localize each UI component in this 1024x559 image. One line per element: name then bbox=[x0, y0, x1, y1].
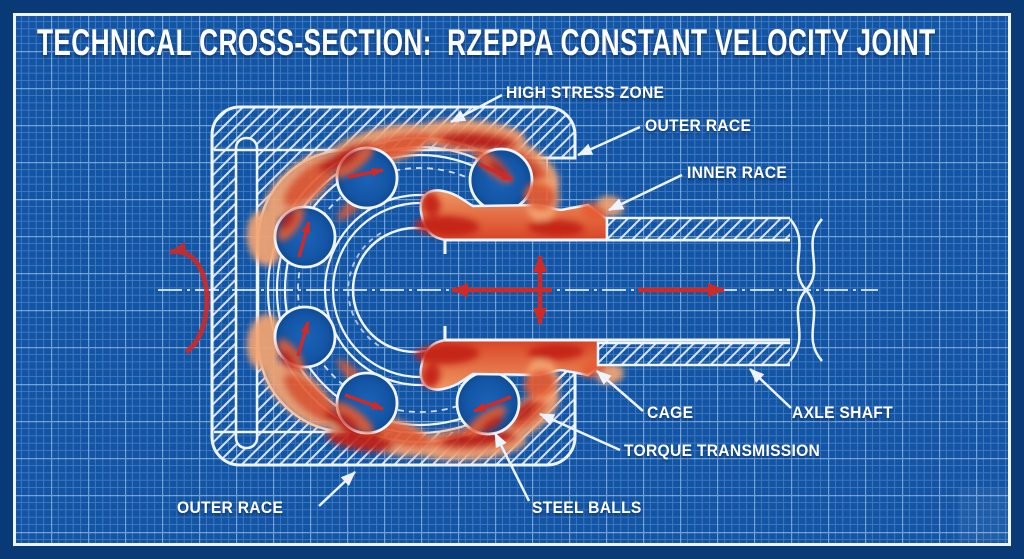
leader-outer-race-bottom bbox=[318, 471, 356, 507]
leader-cage bbox=[596, 370, 644, 412]
stress-heatmap-balls bbox=[277, 145, 512, 437]
page-title: TECHNICAL CROSS-SECTION: RZEPPA CONSTANT… bbox=[37, 22, 936, 63]
force-arrows bbox=[169, 242, 725, 355]
label-high-stress-zone: HIGH STRESS ZONE bbox=[506, 83, 665, 102]
retaining-slot bbox=[234, 136, 259, 450]
label-cage: CAGE bbox=[647, 403, 694, 422]
label-steel-balls: STEEL BALLS bbox=[532, 498, 642, 517]
label-axle-shaft: AXLE SHAFT bbox=[792, 403, 893, 422]
watermark-smudge bbox=[958, 488, 1010, 542]
leader-outer-race-top bbox=[577, 125, 641, 157]
leader-lines bbox=[318, 93, 792, 507]
leader-high-stress-zone bbox=[450, 93, 503, 124]
rotation-arrow bbox=[169, 242, 210, 355]
label-torque-transmission: TORQUE TRANSMISSION bbox=[624, 441, 821, 460]
label-inner-race: INNER RACE bbox=[687, 163, 788, 182]
leader-torque-transmission bbox=[539, 412, 621, 452]
ball-rotation-arrows bbox=[296, 162, 514, 413]
label-outer-race-bottom: OUTER RACE bbox=[177, 498, 284, 517]
label-outer-race-top: OUTER RACE bbox=[645, 116, 752, 135]
leader-axle-shaft bbox=[749, 368, 792, 409]
stress-heatmap-inner-race bbox=[415, 178, 624, 402]
border-frame bbox=[13, 13, 1011, 546]
ball-orbit-centerline bbox=[297, 167, 486, 413]
leader-inner-race bbox=[608, 173, 683, 212]
leader-steel-balls bbox=[493, 432, 531, 502]
